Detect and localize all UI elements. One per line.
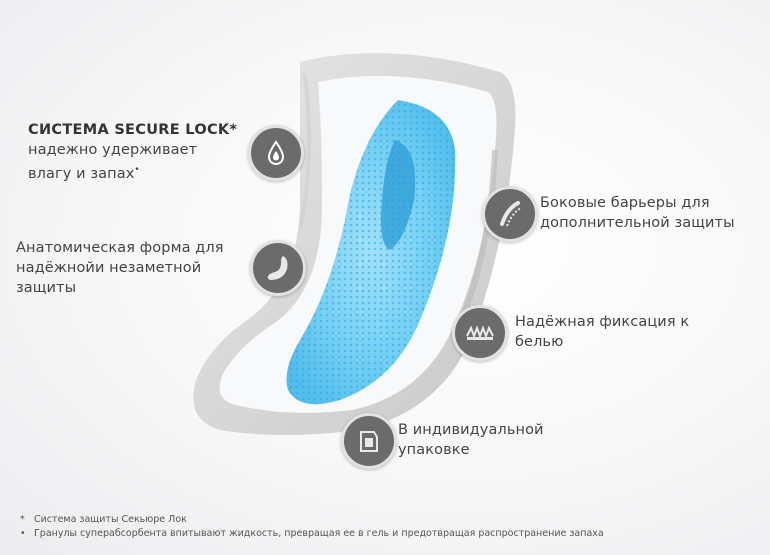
- anatomic-line3: защиты: [16, 280, 77, 296]
- footnote-2-text: Гранулы суперабсорбента впитывают жидкос…: [34, 528, 604, 539]
- side-barrier-icon: [482, 186, 538, 242]
- footnote-2-mark: •: [20, 528, 26, 539]
- fixation-icon: [452, 305, 508, 361]
- secure-lock-title: СИСТЕМА SECURE LOCK*: [28, 122, 238, 138]
- anatomic-line1: Анатомическая форма для: [16, 240, 224, 256]
- anatomic-line2: надёжнойи незаметной: [16, 260, 202, 276]
- footnote-1-text: Система защиты Секьюре Лок: [34, 514, 187, 525]
- secure-lock-line1: надежно удерживает: [28, 142, 198, 158]
- footnote-2: • Гранулы суперабсорбента впитывают жидко…: [20, 527, 604, 541]
- feature-anatomic: Анатомическая форма для надёжнойи незаме…: [16, 238, 224, 298]
- feature-secure-lock: СИСТЕМА SECURE LOCK* надежно удерживает …: [28, 120, 237, 184]
- footnotes: * Система защиты Секьюре Лок • Гранулы суп…: [20, 513, 604, 541]
- curved-shape-icon: [250, 240, 306, 296]
- footnote-1: * Система защиты Секьюре Лок: [20, 513, 604, 527]
- fixation-line2: белью: [515, 334, 564, 350]
- packaging-line1: В индивидуальной: [398, 422, 544, 438]
- packaging-line2: упаковке: [398, 442, 470, 458]
- secure-lock-sup: •: [134, 165, 140, 175]
- footnote-1-mark: *: [20, 514, 25, 525]
- feature-packaging: В индивидуальной упаковке: [398, 420, 544, 460]
- fixation-line1: Надёжная фиксация к: [515, 314, 690, 330]
- individual-pack-icon: [341, 413, 397, 469]
- feature-fixation: Надёжная фиксация к белью: [515, 312, 689, 352]
- barriers-line1: Боковые барьеры для: [540, 195, 710, 211]
- secure-lock-line2-wrap: влагу и запах•: [28, 160, 237, 184]
- drop-icon: [248, 125, 304, 181]
- barriers-line2: дополнительной защиты: [540, 215, 735, 231]
- secure-lock-line2: влагу и запах: [28, 165, 135, 182]
- feature-barriers: Боковые барьеры для дополнительной защит…: [540, 193, 735, 233]
